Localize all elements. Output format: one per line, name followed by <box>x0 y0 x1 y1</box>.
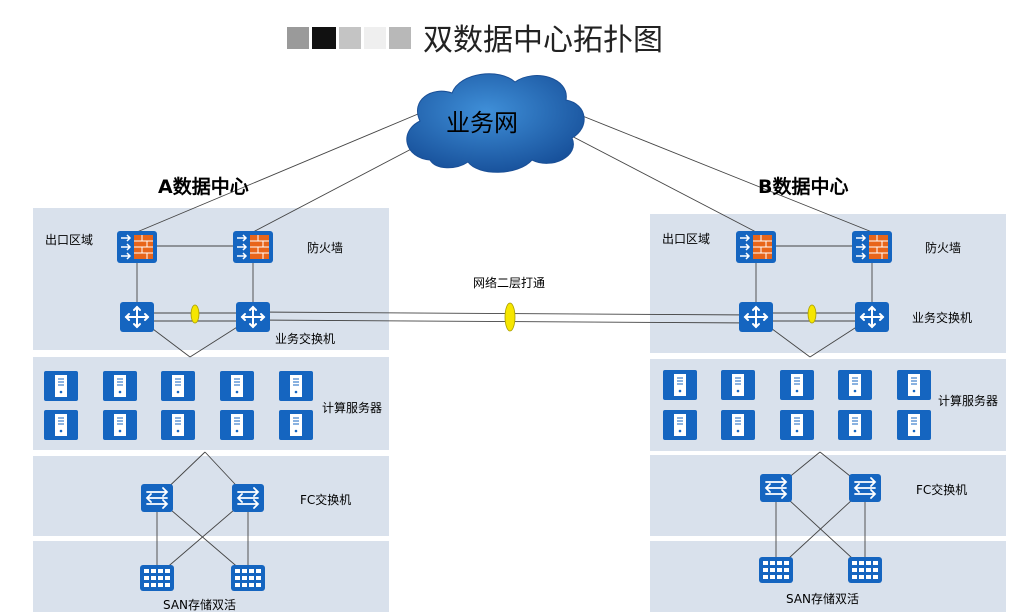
storage-icon <box>759 557 793 583</box>
page-title: 双数据中心拓扑图 <box>423 23 663 58</box>
cloud-label: 业务网 <box>446 109 518 137</box>
server-icon <box>102 370 138 402</box>
server-icon <box>720 369 756 401</box>
server-icon <box>102 409 138 441</box>
server-icon <box>43 409 79 441</box>
switch-icon <box>854 301 890 333</box>
dc-b-zones <box>650 214 1006 612</box>
dc-b-san-zone <box>650 541 1006 612</box>
dc-b-san-label: SAN存储双活 <box>786 591 859 606</box>
dc-b-switch-label: 业务交换机 <box>912 310 972 325</box>
switch-icon <box>119 301 155 333</box>
server-icon <box>837 369 873 401</box>
switch-icon <box>738 301 774 333</box>
firewall-icon <box>735 230 777 264</box>
dc-a-exit-zone-label: 出口区域 <box>45 233 93 247</box>
server-icon <box>43 370 79 402</box>
dc-b-exit-zone-label: 出口区域 <box>662 232 710 246</box>
server-icon <box>278 409 314 441</box>
storage-icon <box>140 565 174 591</box>
dc-a-switch-label: 业务交换机 <box>275 331 335 346</box>
firewall-icon <box>851 230 893 264</box>
firewall-icon <box>232 230 274 264</box>
storage-icon <box>231 565 265 591</box>
dc-a-compute-label: 计算服务器 <box>322 400 382 415</box>
server-icon <box>837 409 873 441</box>
fc-switch-icon <box>140 483 174 513</box>
link-markers <box>190 302 817 332</box>
server-icon <box>160 370 196 402</box>
dc-b-compute-zone <box>650 359 1006 451</box>
dc-b-compute-label: 计算服务器 <box>938 393 998 408</box>
server-icon <box>219 370 255 402</box>
server-icon <box>779 369 815 401</box>
dc-a-title: A数据中心 <box>158 175 249 198</box>
storage-icon <box>848 557 882 583</box>
server-icon <box>779 409 815 441</box>
fc-switch-icon <box>759 473 793 503</box>
dc-a-fc-zone <box>33 456 389 536</box>
server-icon <box>662 369 698 401</box>
title-logo-blocks <box>287 27 411 49</box>
link-ellipse-icon <box>190 304 200 324</box>
dc-a-exit-zone <box>33 208 389 350</box>
fc-switch-icon <box>231 483 265 513</box>
dc-a-fc-label: FC交换机 <box>300 492 351 507</box>
dc-b-firewall-label: 防火墙 <box>925 240 961 255</box>
server-icon <box>662 409 698 441</box>
server-icon <box>896 369 932 401</box>
dc-a-zones <box>33 208 389 612</box>
dc-a-compute-zone <box>33 357 389 450</box>
fc-switch-icon <box>848 473 882 503</box>
link-ellipse-icon <box>807 304 817 324</box>
dc-a-firewall-label: 防火墙 <box>307 240 343 255</box>
cloud-icon <box>406 73 585 173</box>
dc-a-san-zone <box>33 541 389 612</box>
link-ellipse-icon <box>504 302 516 332</box>
inter-dc-link-label: 网络二层打通 <box>473 275 545 290</box>
server-icon <box>896 409 932 441</box>
server-icon <box>720 409 756 441</box>
dc-a-san-label: SAN存储双活 <box>163 597 236 612</box>
switch-icon <box>235 301 271 333</box>
server-icon <box>160 409 196 441</box>
server-icon <box>219 409 255 441</box>
dc-b-title: B数据中心 <box>758 175 848 198</box>
dc-b-exit-zone <box>650 214 1006 353</box>
server-icon <box>278 370 314 402</box>
dc-b-fc-label: FC交换机 <box>916 482 967 497</box>
firewall-icon <box>116 230 158 264</box>
